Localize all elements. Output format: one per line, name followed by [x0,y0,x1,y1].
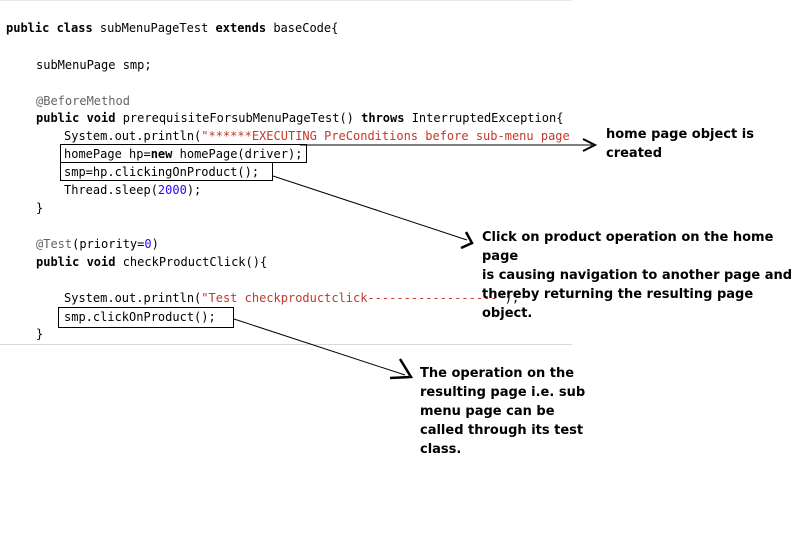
clicking-on-product-line: smp=hp.clickingOnProduct(); [64,165,260,179]
test-annotation-line: @Test(priority=0) [36,237,159,251]
method-signature-line: public void prerequisiteForsubMenuPageTe… [36,111,564,125]
arrow-3-line [233,318,406,376]
class-declaration-line: public class subMenuPageTest extends bas… [6,21,339,35]
thread-sleep-line: Thread.sleep(2000); [64,183,202,197]
arrow-1-head [582,138,598,152]
click-on-product-line: smp.clickOnProduct(); [64,310,216,324]
note-click-product-operation: Click on product operation on the home p… [482,230,793,321]
note-resulting-page-operation: The operation on the resulting page i.e.… [420,366,586,457]
println-line: System.out.println("******EXECUTING PreC… [64,129,570,143]
field-declaration-line: subMenuPage smp; [36,58,152,72]
homepage-instantiation-line: homePage hp=new homePage(driver); [64,147,303,161]
arrow-2-head [460,231,474,250]
code-editor: public class subMenuPageTest extends bas… [0,0,572,345]
test-method-close-brace: } [36,327,44,341]
note-homepage-object: home page object is created [606,127,754,161]
clicking-on-product-highlight-box [60,162,273,181]
test-println-line: System.out.println("Test checkproductcli… [64,291,520,305]
arrow-2-line [272,175,468,241]
method-close-brace: } [36,201,44,215]
before-method-annotation: @BeforeMethod [36,94,130,108]
arrow-3-head [389,358,414,380]
test-method-signature-line: public void checkProductClick(){ [36,255,268,269]
click-on-product-highlight-box [58,307,234,328]
